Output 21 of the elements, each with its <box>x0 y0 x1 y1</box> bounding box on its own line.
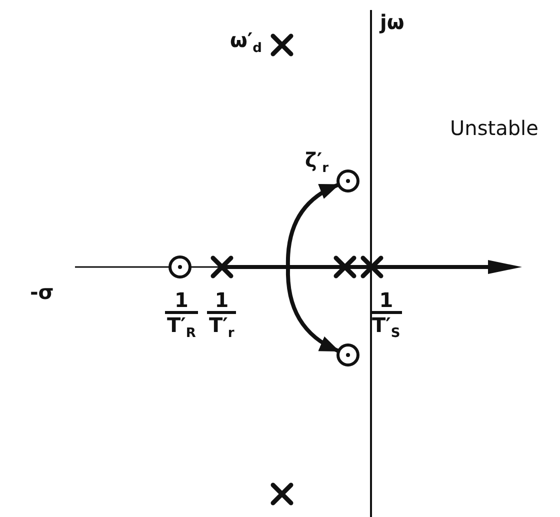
fraction-denominator: T′$_{r}$ <box>207 311 236 341</box>
fraction-numerator: 1 <box>174 290 188 311</box>
axis-label: jω <box>380 12 404 32</box>
zero-mark <box>168 255 192 279</box>
fraction-denominator: T′$_{S}$ <box>370 311 402 341</box>
pole-zero-label: ω′$_{d}$ <box>230 30 262 55</box>
pole-mark <box>360 255 384 279</box>
fraction-denominator: T′$_{R}$ <box>165 311 198 341</box>
root-locus-branch <box>286 183 340 267</box>
pole-mark <box>210 255 234 279</box>
region-label: Unstable <box>450 118 538 138</box>
axis-label: -σ <box>30 282 54 302</box>
zero-mark <box>336 343 360 367</box>
pole-mark <box>270 33 294 57</box>
root-locus-branch <box>286 267 340 353</box>
pole-mark <box>270 482 294 506</box>
zero-mark <box>336 169 360 193</box>
pole-mark <box>333 255 357 279</box>
fraction-numerator: 1 <box>214 290 229 311</box>
fraction-numerator: 1 <box>379 290 394 311</box>
pole-zero-label: ζ′$_{r}$ <box>305 150 329 175</box>
